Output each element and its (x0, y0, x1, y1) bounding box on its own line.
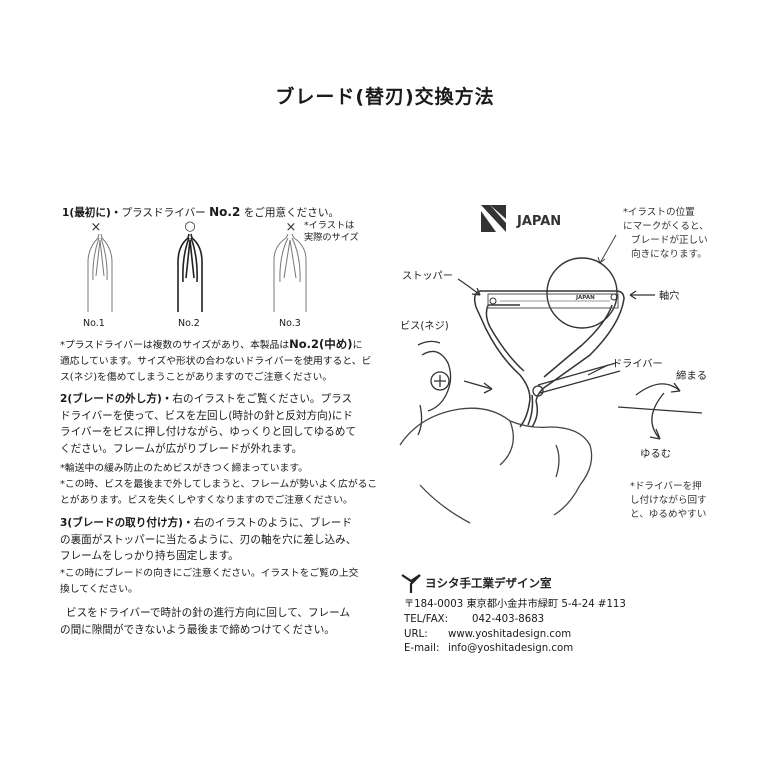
stopper-label: ストッパー (402, 270, 453, 282)
step1-heading: 1(最初に)・ (62, 207, 122, 219)
company-contact: 〒184-0003 東京都小金井市緑町 5-4-24 #113 TEL/FAX:… (404, 598, 626, 657)
axis-hole-label: 軸穴 (659, 289, 679, 302)
step2-block: 2(ブレードの外し方)・右のイラストをご覧ください。プラス ドライバーを使って、… (60, 393, 357, 455)
brand-logo-icon (481, 205, 506, 232)
screwdriver-no1-icon (87, 233, 113, 312)
svg-text:*イラストの位置: *イラストの位置 (623, 206, 695, 218)
company-logo-icon (401, 574, 421, 593)
url-label: URL: (404, 628, 428, 640)
svg-text:にマークがくると、: にマークがくると、 (623, 220, 709, 232)
screw-mark-no2: ○ (184, 219, 196, 234)
blade (487, 293, 619, 309)
step1-text: プラスドライバー (121, 207, 206, 219)
magnifier-circle (546, 257, 618, 329)
left-hand-with-screw (417, 340, 452, 436)
tel-value: 042-403-8683 (472, 613, 545, 625)
step2-heading: 2(ブレードの外し方)・ (60, 393, 173, 405)
brand-text: JAPAN (516, 214, 561, 229)
position-note: *イラストの位置 にマークがくると、 ブレードが正しい 向きになります。 (623, 206, 709, 260)
email-link[interactable]: info@yoshitadesign.com (448, 643, 574, 655)
company-name: ヨシタ手工業デザイン室 (425, 576, 552, 590)
url-link[interactable]: www.yoshitadesign.com (448, 628, 572, 640)
step1-model: No.2 (209, 205, 241, 219)
final-instructions: ビスをドライバーで時計の針の進行方向に回して、フレーム の間に隙間ができないよう… (60, 607, 351, 636)
step2-notes: *輸送中の緩み防止のためビスがきつく締まっています。 *この時、ビスを最後まで外… (60, 463, 378, 506)
screwdriver-tips-illustration (87, 233, 307, 312)
screw-label-no3: No.3 (279, 318, 301, 329)
email-label: E-mail: (404, 643, 440, 655)
screw-mark-no3: × (285, 220, 297, 235)
svg-text:ブレードが正しい: ブレードが正しい (631, 234, 708, 246)
svg-text:向きになります。: 向きになります。 (631, 248, 707, 260)
peeler-illustration: JAPAN *イラストの位置 にマークがくると、 ブレードが正しい 向きになりま… (399, 205, 709, 524)
loosen-label: ゆるむ (640, 448, 671, 460)
driver-label: ドライバー (612, 358, 663, 370)
right-hand (399, 407, 593, 524)
company-postal: 〒184-0003 東京都小金井市緑町 5-4-24 #113 (404, 599, 626, 610)
screwdriver-no2-icon (177, 233, 203, 312)
step3-heading: 3(ブレードの取り付け方)・ (60, 517, 194, 529)
page-title: ブレード(替刃)交換方法 (275, 86, 495, 108)
screw-label-no2: No.2 (178, 318, 200, 329)
driver-size-note: *プラスドライバーは複数のサイズがあり、本製品はNo.2(中め)に 適応していま… (60, 337, 372, 383)
step3-block: 3(ブレードの取り付け方)・右のイラストのように、ブレード の裏面がストッパーに… (60, 517, 357, 563)
step1-line: 1(最初に)・プラスドライバー No.2 をご用意ください。 (62, 204, 339, 222)
screwdriver-icon (532, 362, 621, 397)
screwdriver-no3-icon (273, 233, 307, 312)
tighten-label: 締まる (676, 369, 707, 382)
actual-size-note: *イラストは 実際のサイズ (304, 220, 359, 243)
screw-label-no1: No.1 (83, 318, 105, 329)
svg-text:と、ゆるめやすい: と、ゆるめやすい (630, 509, 706, 520)
peeler-frame (473, 290, 625, 428)
screw-mark-no1: × (90, 220, 102, 235)
blade-brand-text: JAPAN (575, 295, 595, 301)
svg-text:*ドライバーを押: *ドライバーを押 (630, 480, 702, 492)
driver-note: *ドライバーを押 し付けながら回す と、ゆるめやすい (630, 480, 707, 520)
step3-notes: *この時にブレードの向きにご注意ください。イラストをご覧の上交 換してください。 (60, 568, 359, 595)
tel-label: TEL/FAX: (404, 613, 449, 625)
screw-label: ビス(ネジ) (400, 320, 449, 332)
svg-text:し付けながら回す: し付けながら回す (630, 494, 707, 506)
step1-tail: をご用意ください。 (243, 207, 340, 219)
